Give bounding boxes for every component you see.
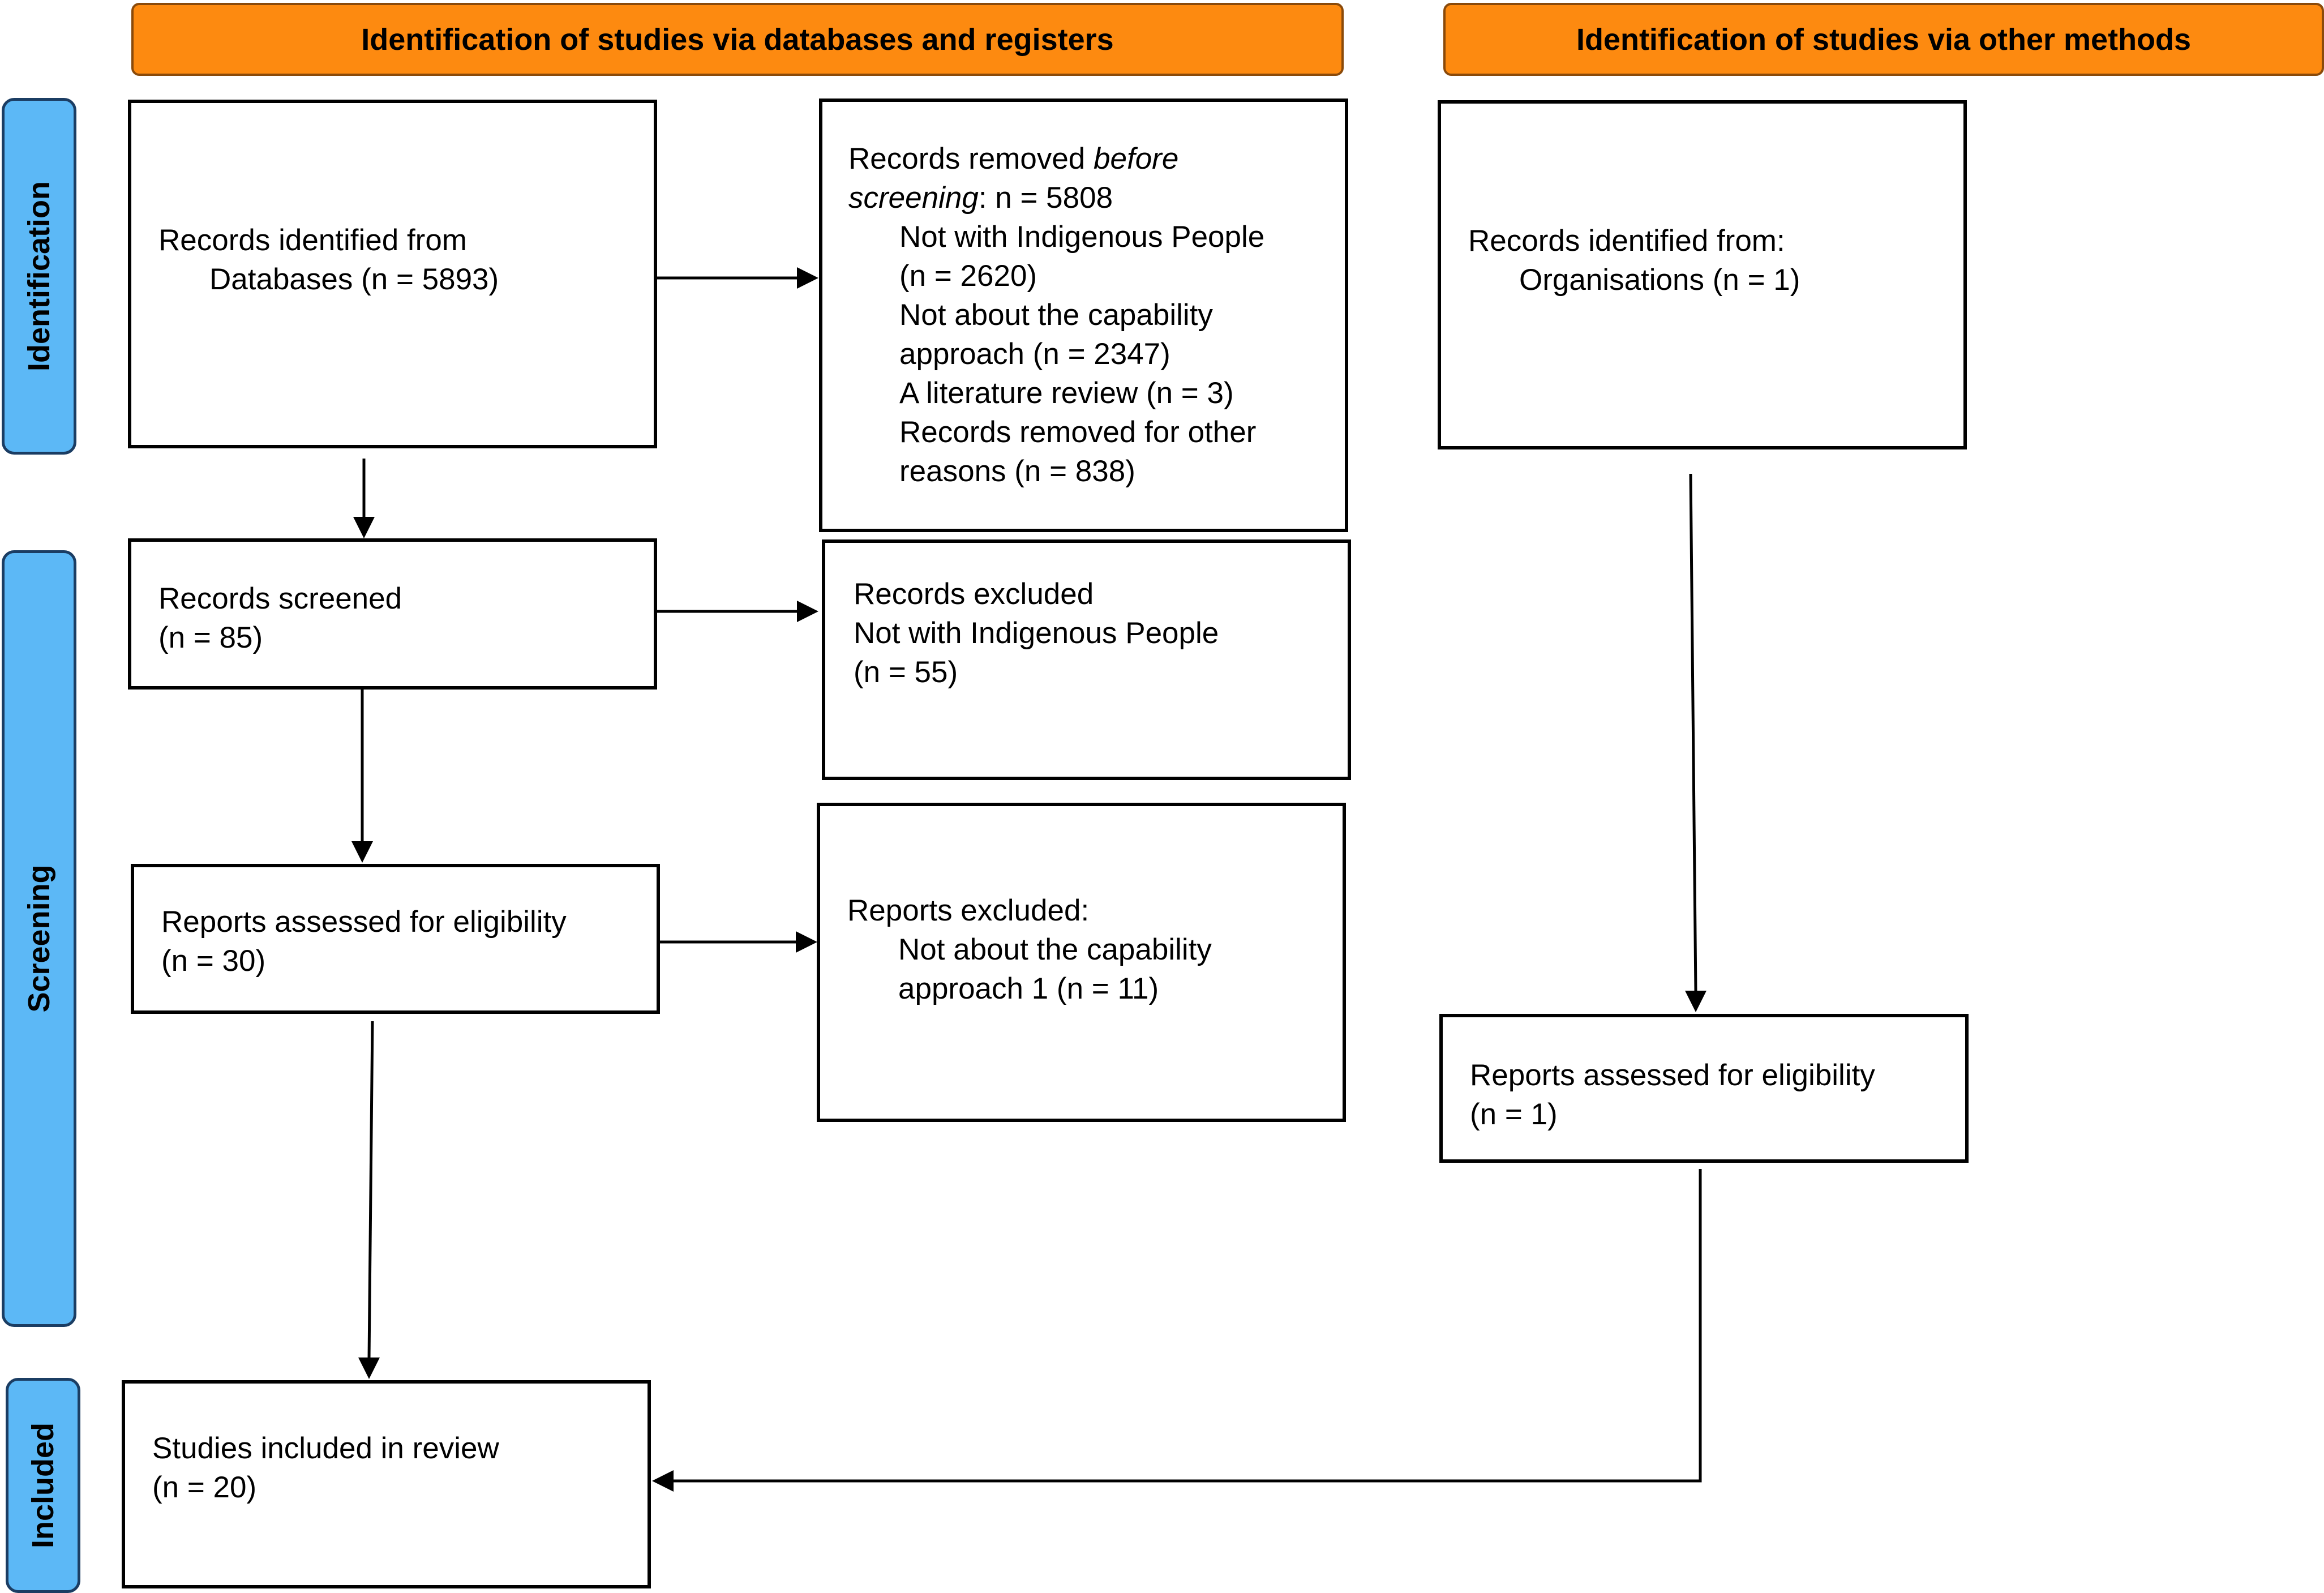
- records-removed-lead-italic: before: [1094, 142, 1179, 175]
- box-records-identified: Records identified from Databases (n = 5…: [128, 100, 657, 448]
- arrowhead-icon: [797, 601, 818, 622]
- box-reports-excluded: Reports excluded: Not about the capabili…: [817, 803, 1346, 1122]
- records-removed-item: A literature review (n = 3): [899, 376, 1234, 410]
- other-assessed-line1: Reports assessed for eligibility: [1470, 1059, 1875, 1092]
- records-removed-item: reasons (n = 838): [899, 455, 1135, 488]
- other-assessed-line2: (n = 1): [1470, 1098, 1558, 1131]
- records-removed-item: Not with Indigenous People: [899, 220, 1265, 254]
- box-records-screened: Records screened (n = 85): [128, 538, 657, 690]
- studies-included-line1: Studies included in review: [152, 1432, 499, 1465]
- records-removed-total: screening: n = 5808: [848, 178, 1345, 217]
- arrowhead-icon: [652, 1470, 674, 1492]
- arrowhead-icon: [1685, 991, 1706, 1012]
- arrowhead-icon: [796, 931, 817, 953]
- box-records-removed: Records removed before screening: n = 58…: [819, 99, 1348, 532]
- reports-assessed-line2: (n = 30): [161, 944, 266, 978]
- arrow-assessed-to-included: [367, 1021, 374, 1359]
- records-removed-count: : n = 5808: [978, 181, 1113, 215]
- arrowhead-icon: [353, 517, 375, 538]
- arrowhead-icon: [797, 267, 818, 289]
- records-screened-line2: (n = 85): [158, 621, 263, 654]
- records-removed-screening-italic: screening: [848, 181, 979, 215]
- header-databases-label: Identification of studies via databases …: [361, 22, 1114, 57]
- reports-assessed-line1: Reports assessed for eligibility: [161, 905, 567, 939]
- reports-excluded-line1: Reports excluded:: [847, 894, 1090, 927]
- records-screened-line1: Records screened: [158, 582, 402, 615]
- records-removed-item: Records removed for other: [899, 416, 1257, 449]
- phase-included: Included: [6, 1378, 80, 1593]
- other-identified-line2: Organisations (n = 1): [1519, 263, 1800, 297]
- box-studies-included: Studies included in review (n = 20): [122, 1380, 651, 1588]
- phase-identification: Identification: [2, 98, 76, 455]
- box-other-identified: Records identified from: Organisations (…: [1438, 100, 1967, 449]
- box-records-excluded: Records excluded Not with Indigenous Peo…: [822, 539, 1351, 780]
- records-excluded-line3: (n = 55): [854, 656, 958, 689]
- header-other-methods: Identification of studies via other meth…: [1443, 3, 2324, 76]
- reports-excluded-line2: Not about the capability: [898, 933, 1212, 966]
- records-identified-line1: Records identified from: [158, 224, 467, 257]
- box-other-assessed: Reports assessed for eligibility (n = 1): [1439, 1014, 1969, 1163]
- arrow-other-identified-to-assessed: [1689, 473, 1697, 992]
- records-identified-line2: Databases (n = 5893): [209, 263, 499, 296]
- header-other-methods-label: Identification of studies via other meth…: [1576, 22, 2192, 57]
- records-excluded-line2: Not with Indigenous People: [854, 616, 1219, 650]
- studies-included-line2: (n = 20): [152, 1471, 257, 1504]
- records-removed-lead: Records removed: [848, 142, 1094, 175]
- reports-excluded-line3: approach 1 (n = 11): [898, 972, 1159, 1005]
- records-removed-item: (n = 2620): [899, 259, 1037, 293]
- arrowhead-icon: [351, 841, 373, 863]
- arrow-other-assessed-to-included: [672, 1169, 1702, 1483]
- phase-screening: Screening: [2, 550, 76, 1327]
- arrowhead-icon: [358, 1358, 380, 1379]
- records-removed-item: approach (n = 2347): [899, 337, 1170, 371]
- records-excluded-line1: Records excluded: [854, 577, 1094, 611]
- box-reports-assessed: Reports assessed for eligibility (n = 30…: [131, 864, 660, 1014]
- records-removed-item: Not about the capability: [899, 298, 1213, 332]
- records-removed-heading: Records removed before: [848, 139, 1345, 178]
- header-databases: Identification of studies via databases …: [131, 3, 1344, 76]
- other-identified-line1: Records identified from:: [1468, 224, 1785, 258]
